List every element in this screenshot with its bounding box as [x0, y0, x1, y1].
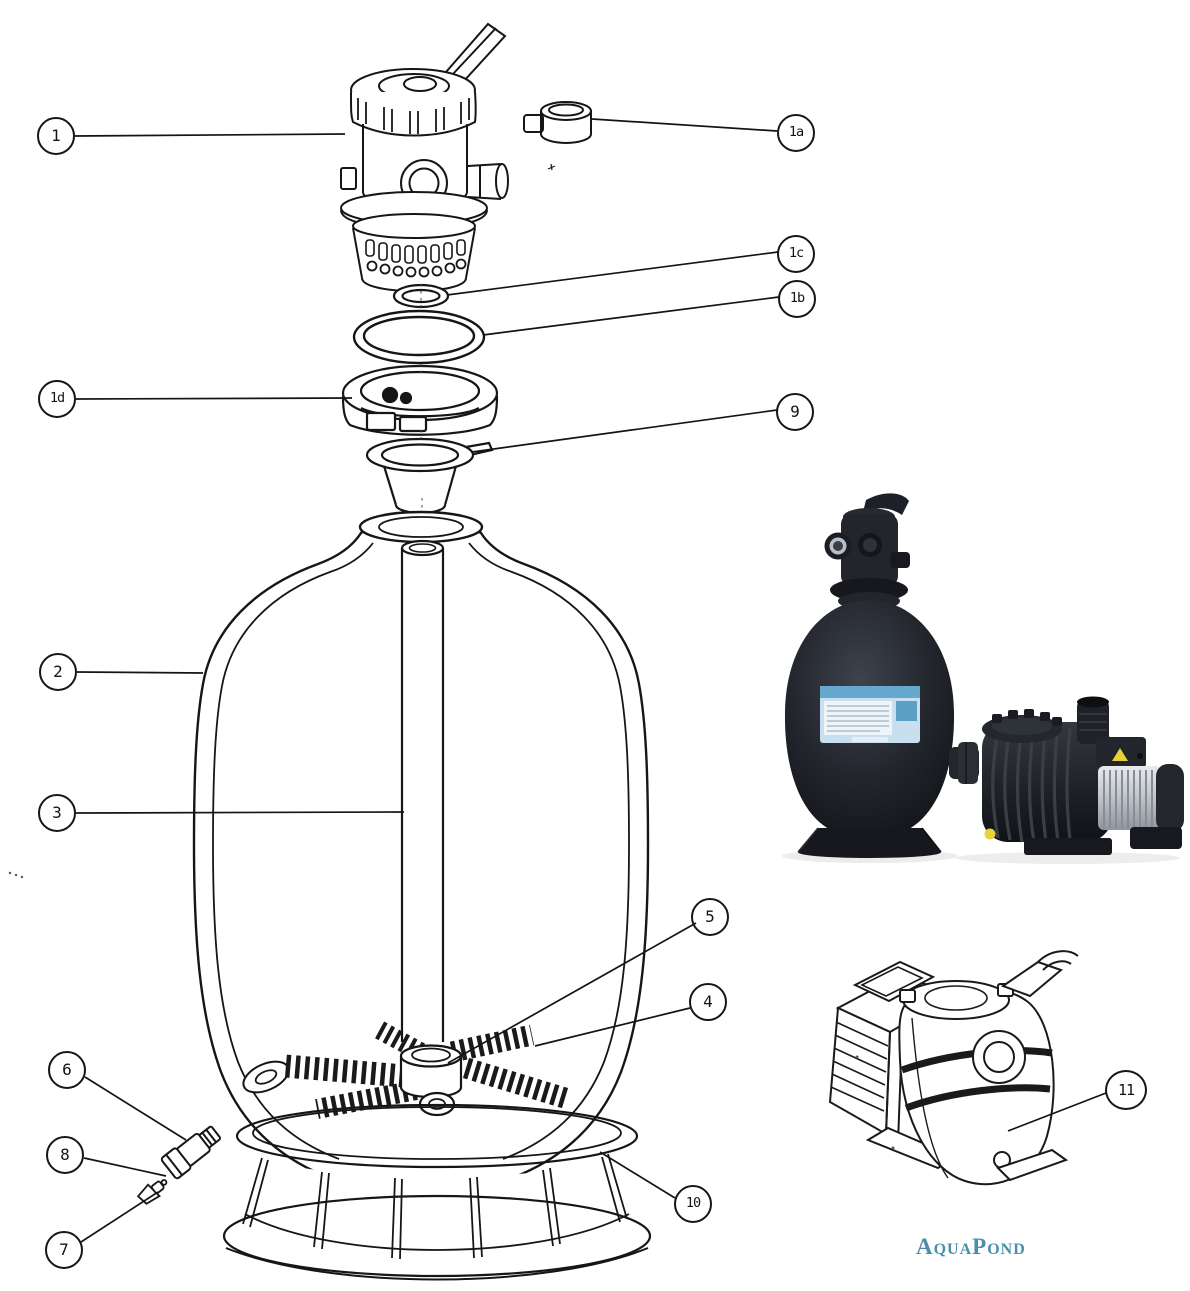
callout-1b: 1b: [778, 280, 816, 318]
pump-product-photo: [949, 696, 1184, 864]
scan-specks: [8, 871, 895, 1150]
callout-5: 5: [691, 898, 729, 936]
valve-fitting-drawing: [523, 101, 592, 171]
callout-7: 7: [45, 1231, 83, 1269]
callout-1: 1: [37, 117, 75, 155]
clamp-ring-drawing: [341, 364, 499, 436]
multiport-valve-drawing: [340, 22, 509, 293]
centerline: [420, 284, 425, 585]
callout-6: 6: [48, 1051, 86, 1089]
tank-base-drawing: [222, 1103, 652, 1281]
callout-8: 8: [46, 1136, 84, 1174]
callout-11: 11: [1105, 1070, 1147, 1110]
sand-filter-product-photo: [782, 493, 958, 863]
callout-1d: 1d: [38, 380, 76, 418]
tank-oring-drawing: [352, 309, 486, 365]
standpipe-drawing: [400, 539, 445, 1042]
callout-1a: 1a: [777, 114, 815, 152]
pump-drawing: [828, 950, 1079, 1186]
lateral-assembly-drawing: [284, 1020, 572, 1119]
callout-9: 9: [776, 393, 814, 431]
small-oring-drawing: [392, 283, 450, 309]
callout-10: 10: [674, 1185, 712, 1223]
leader-lines: [74, 118, 1107, 1243]
callout-1c: 1c: [777, 235, 815, 273]
filter-tank-drawing: [192, 510, 650, 1196]
callout-2: 2: [39, 653, 77, 691]
brand-logo: AquaPond: [916, 1234, 1026, 1259]
callout-4: 4: [689, 983, 727, 1021]
callout-3: 3: [38, 794, 76, 832]
sand-funnel-drawing: [365, 437, 494, 515]
drain-plug-drawing: [160, 1125, 222, 1180]
